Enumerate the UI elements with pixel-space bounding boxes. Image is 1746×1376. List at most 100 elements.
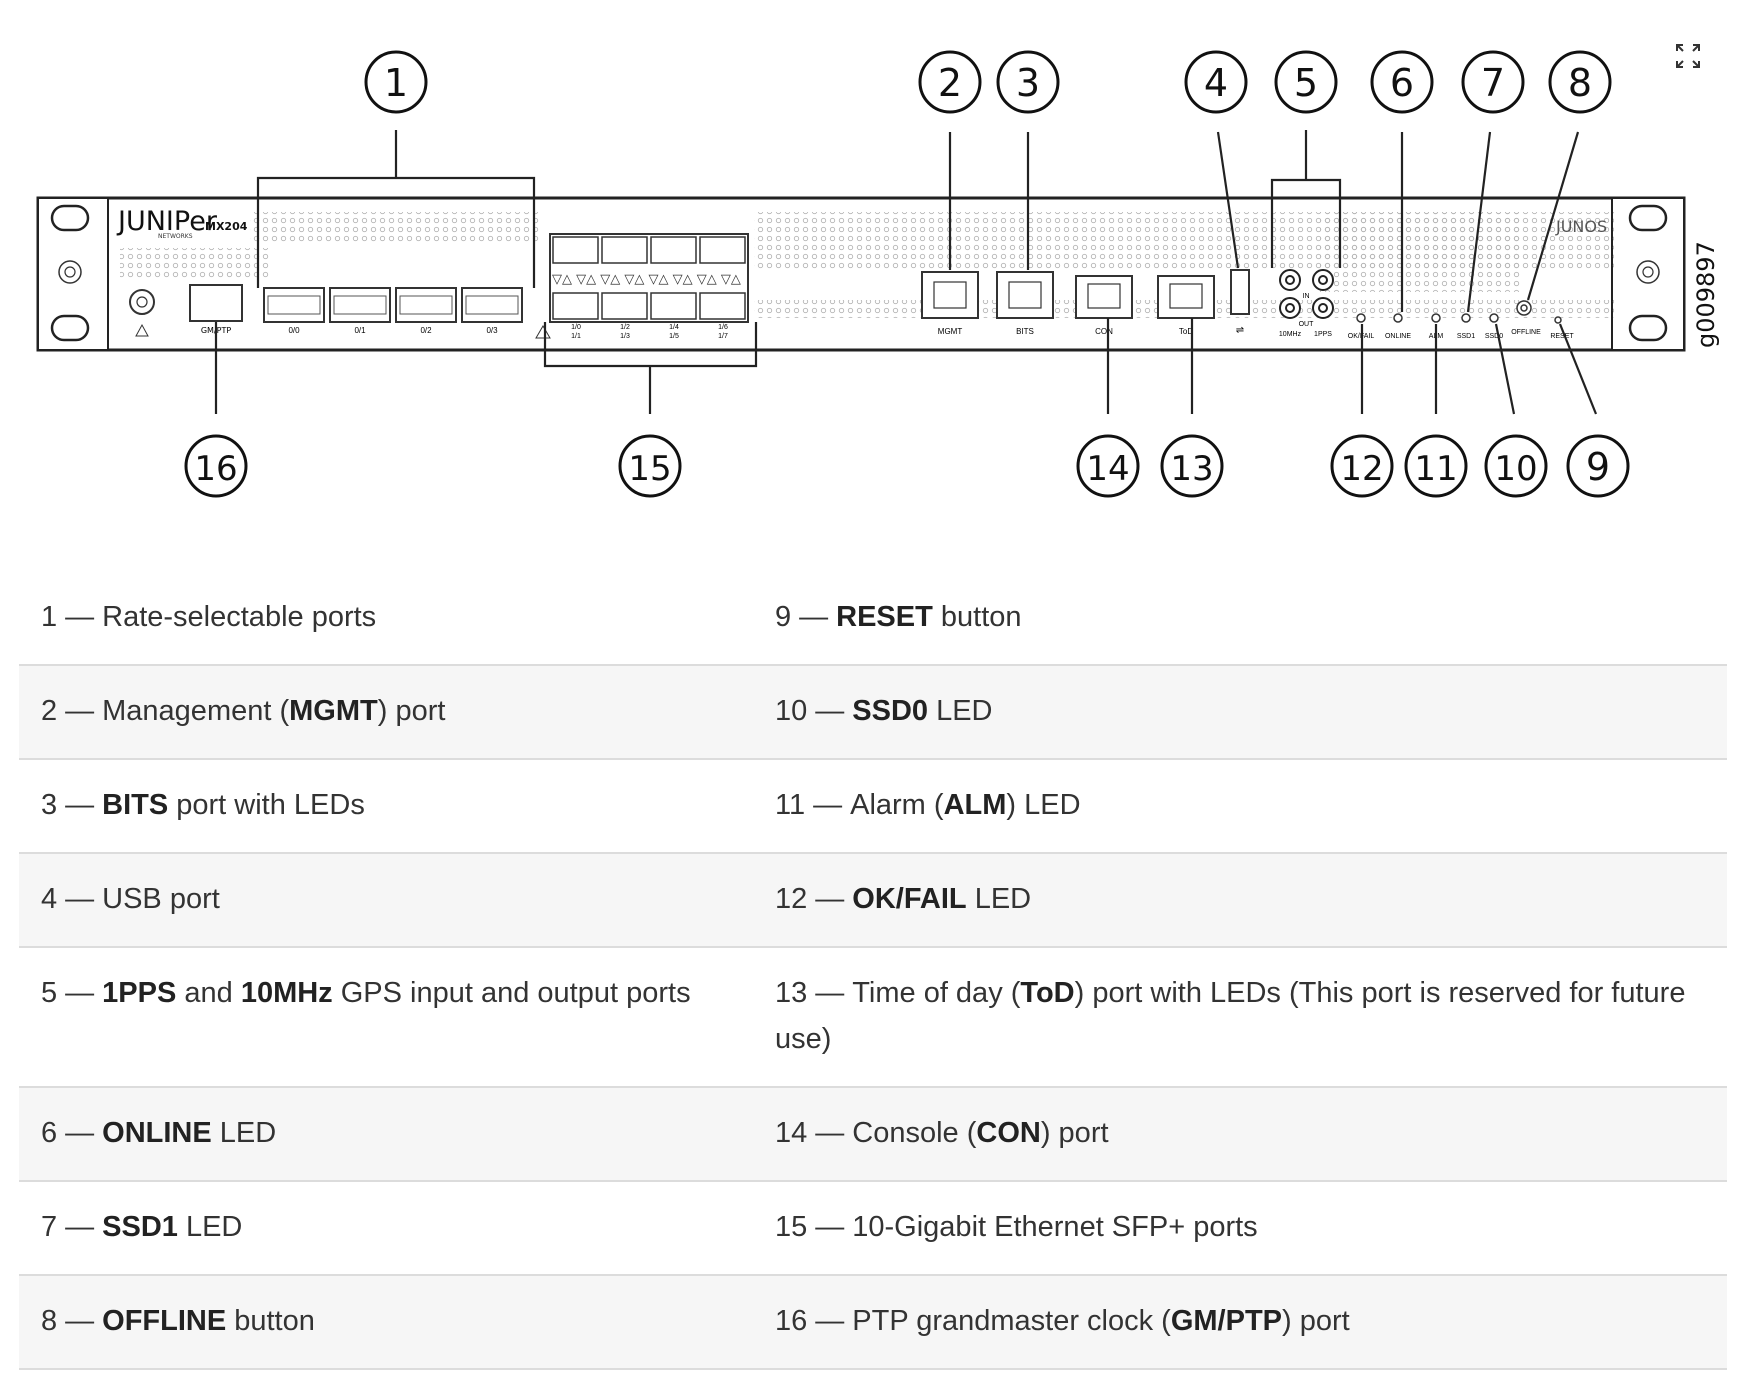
sfp-label-1-3: 1/3 bbox=[620, 333, 630, 340]
figure-id: g009897 bbox=[1692, 241, 1720, 348]
callout-8: 8 bbox=[1568, 61, 1592, 105]
legend-term: OK/FAIL bbox=[852, 883, 967, 915]
legend-separator: — bbox=[65, 977, 95, 1009]
legend-term: GM/PTP bbox=[1170, 1305, 1283, 1337]
qsfp-port-0-3 bbox=[461, 287, 523, 323]
legend-text: port with LEDs bbox=[168, 789, 365, 821]
legend-row: 5—1PPS and 10MHz GPS input and output po… bbox=[19, 947, 1727, 1087]
port-label-0-2: 0/2 bbox=[420, 326, 432, 335]
legend-separator: — bbox=[815, 1211, 845, 1243]
callout-9: 9 bbox=[1586, 445, 1610, 489]
legend-separator: — bbox=[799, 601, 829, 633]
legend-separator: — bbox=[65, 1305, 95, 1337]
sfp-label-1-1: 1/1 bbox=[571, 333, 581, 340]
legend-cell-right: 10—SSD0 LED bbox=[751, 665, 1727, 759]
con-label: CON bbox=[1095, 327, 1113, 336]
callout-3: 3 bbox=[1016, 61, 1040, 105]
legend-cell-right: 12—OK/FAIL LED bbox=[751, 853, 1727, 947]
legend-text: Management ( bbox=[102, 695, 290, 727]
legend-text: 10-Gigabit Ethernet SFP+ ports bbox=[852, 1211, 1258, 1243]
usb-icon: ⇌ bbox=[1236, 325, 1244, 336]
callout-4: 4 bbox=[1204, 61, 1228, 105]
callout-leaders bbox=[214, 130, 1598, 415]
legend-cell-left: 3—BITS port with LEDs bbox=[19, 759, 751, 853]
legend-term: CON bbox=[976, 1117, 1041, 1149]
qsfp-port-0-0 bbox=[263, 287, 325, 323]
legend-number: 10 bbox=[775, 695, 808, 727]
legend-cell-right: 11—Alarm (ALM) LED bbox=[751, 759, 1727, 853]
legend-text: button bbox=[932, 601, 1022, 633]
ssd1-label: SSD1 bbox=[1457, 333, 1475, 340]
legend-separator: — bbox=[65, 601, 95, 633]
legend-separator: — bbox=[815, 977, 845, 1009]
gmptp-port bbox=[189, 284, 243, 322]
legend-text: USB port bbox=[102, 883, 220, 915]
callout-16: 16 bbox=[194, 449, 237, 489]
sfp-label-1-4: 1/4 bbox=[669, 324, 679, 331]
legend-cell-right: 15—10-Gigabit Ethernet SFP+ ports bbox=[751, 1181, 1727, 1275]
legend-cell-left: 5—1PPS and 10MHz GPS input and output po… bbox=[19, 947, 751, 1087]
vent-holes bbox=[120, 248, 270, 278]
ear-slot bbox=[1628, 314, 1668, 342]
legend-text: ) port bbox=[1040, 1117, 1109, 1149]
callout-13: 13 bbox=[1170, 449, 1213, 489]
legend-number: 13 bbox=[775, 977, 808, 1009]
legend-number: 16 bbox=[775, 1305, 808, 1337]
callout-circles bbox=[184, 50, 1630, 498]
legend-separator: — bbox=[65, 883, 95, 915]
usb-port bbox=[1230, 269, 1250, 315]
sfp-label-1-6: 1/6 bbox=[718, 324, 728, 331]
ssd0-label: SSD0 bbox=[1485, 333, 1503, 340]
legend-text: ) port with LEDs (This port is reserved … bbox=[775, 977, 1686, 1055]
legend-cell-left: 7—SSD1 LED bbox=[19, 1181, 751, 1275]
legend-cell-left: 4—USB port bbox=[19, 853, 751, 947]
gps-1pps-label: 1PPS bbox=[1314, 331, 1332, 338]
os-logo: JUNOS bbox=[1555, 217, 1607, 236]
legend-text: LED bbox=[177, 1211, 243, 1243]
callout-7: 7 bbox=[1481, 61, 1505, 105]
legend-text: Console ( bbox=[852, 1117, 977, 1149]
con-port bbox=[1075, 275, 1133, 319]
legend-text: LED bbox=[928, 695, 993, 727]
ground-lug-icon bbox=[129, 289, 155, 315]
legend-term: SSD0 bbox=[852, 695, 929, 727]
legend-cell-right: 13—Time of day (ToD) port with LEDs (Thi… bbox=[751, 947, 1727, 1087]
callout-10: 10 bbox=[1494, 449, 1537, 489]
legend-number: 7 bbox=[41, 1211, 58, 1243]
callout-11: 11 bbox=[1414, 449, 1457, 489]
legend-text: button bbox=[226, 1305, 315, 1337]
legend-number: 6 bbox=[41, 1117, 58, 1149]
gps-in-label: IN bbox=[1303, 293, 1310, 300]
legend-text: and bbox=[176, 977, 241, 1009]
expand-fullscreen-button[interactable] bbox=[1668, 36, 1708, 76]
sfp-led-triangles: ▽△ ▽△ ▽△ ▽△ ▽△ ▽△ ▽△ ▽△ bbox=[552, 272, 741, 287]
legend-text: Rate-selectable ports bbox=[102, 601, 377, 633]
legend-separator: — bbox=[65, 1117, 95, 1149]
ear-slot bbox=[50, 314, 90, 342]
legend-number: 1 bbox=[41, 601, 58, 633]
warning-triangle-icon bbox=[535, 325, 551, 339]
legend-separator: — bbox=[815, 1117, 845, 1149]
legend-text: Alarm ( bbox=[850, 789, 944, 821]
legend-text: ) port bbox=[377, 695, 446, 727]
offline-label: OFFLINE bbox=[1511, 329, 1541, 336]
callout-1: 1 bbox=[384, 61, 408, 105]
online-label: ONLINE bbox=[1385, 333, 1411, 340]
legend-term: ONLINE bbox=[102, 1117, 212, 1149]
legend-number: 12 bbox=[775, 883, 808, 915]
legend-cell-right: 9—RESET button bbox=[751, 572, 1727, 665]
legend-number: 14 bbox=[775, 1117, 808, 1149]
legend-number: 9 bbox=[775, 601, 792, 633]
callout-5: 5 bbox=[1294, 61, 1318, 105]
legend-term: 10MHz bbox=[240, 977, 333, 1009]
status-leds bbox=[1356, 300, 1562, 324]
legend-number: 5 bbox=[41, 977, 58, 1009]
legend-term: BITS bbox=[102, 789, 169, 821]
legend-cell-right: 16—PTP grandmaster clock (GM/PTP) port bbox=[751, 1275, 1727, 1369]
legend-term: SSD1 bbox=[102, 1211, 178, 1243]
legend-term: ToD bbox=[1020, 977, 1075, 1009]
gps-connectors bbox=[1279, 269, 1334, 319]
